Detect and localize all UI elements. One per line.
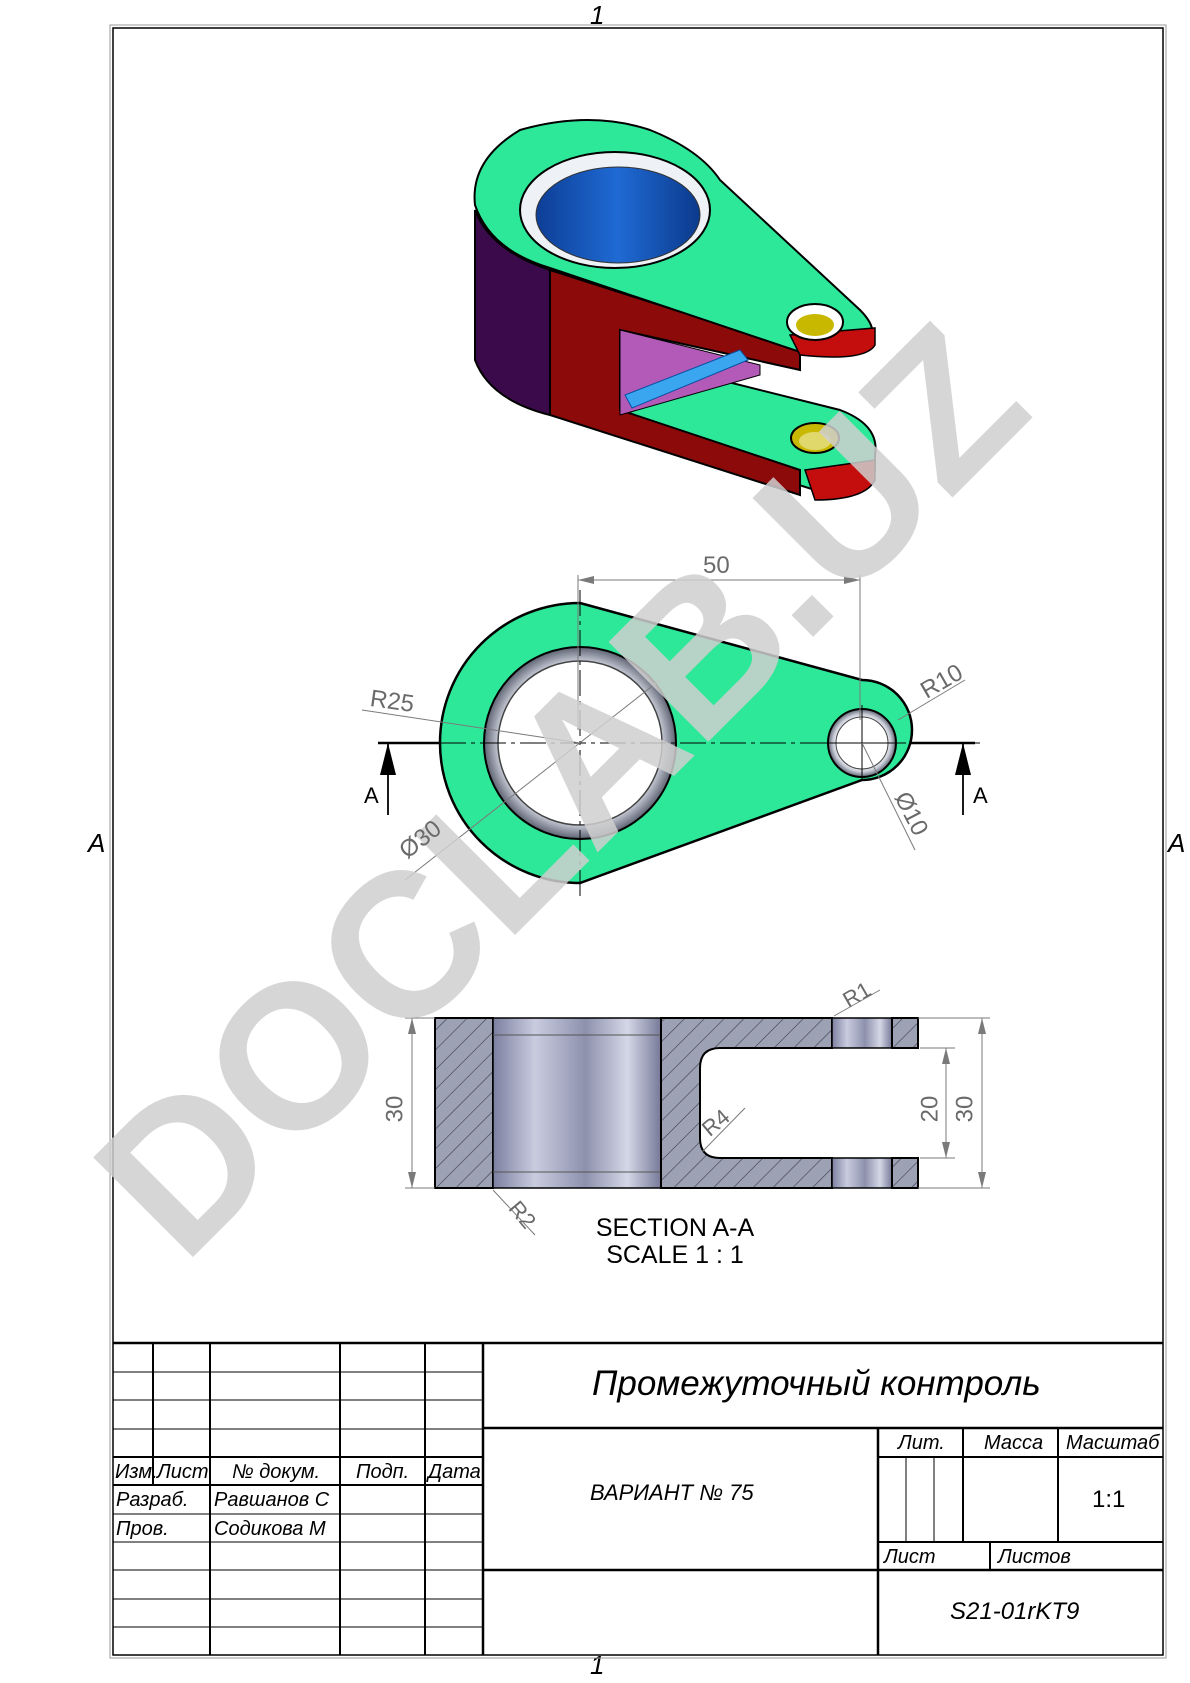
dim-50-label: 50 [703,552,730,579]
dim-r25-label: R25 [368,685,416,718]
list-label: Лист [884,1546,936,1568]
header-list: Лист [157,1461,209,1483]
outer-frame [109,24,1167,1659]
zone-marker-left: A [88,828,106,858]
dim-30-right-label: 30 [951,1095,979,1123]
header-dokum: № докум. [232,1461,321,1483]
section-view [405,989,990,1236]
razrab-label: Разраб. [116,1489,189,1511]
inner-frame [112,27,1164,1656]
scale-value: 1:1 [1092,1486,1126,1513]
header-podp: Подп. [356,1461,410,1483]
variant-label: ВАРИАНТ № 75 [590,1480,754,1505]
zone-marker-top: 1 [590,0,605,30]
top-view [361,575,980,900]
prov-name: Содикова М [214,1518,326,1540]
dim-20-label: 20 [916,1095,944,1123]
massa-label: Масса [984,1432,1044,1454]
drawing-title: Промежуточный контроль [592,1364,1041,1403]
lit-label: Лит. [898,1432,945,1454]
section-scale: SCALE 1 : 1 [606,1241,744,1269]
dim-30-left-label: 30 [381,1095,409,1123]
header-data: Дата [428,1461,481,1483]
isometric-view [473,119,877,501]
header-izm: Изм. [115,1461,158,1483]
listov-label: Листов [998,1546,1071,1568]
section-mark-left: A [364,783,379,808]
razrab-name: Равшанов С [214,1489,330,1511]
section-mark-right: A [973,783,988,808]
title-block-grid [113,1341,1163,1655]
document-code: S21-01rKT9 [950,1598,1080,1625]
zone-marker-right: A [1168,828,1186,858]
prov-label: Пров. [116,1518,169,1540]
masshtab-label: Масштаб [1066,1432,1160,1454]
section-title: SECTION A-A [595,1214,755,1242]
